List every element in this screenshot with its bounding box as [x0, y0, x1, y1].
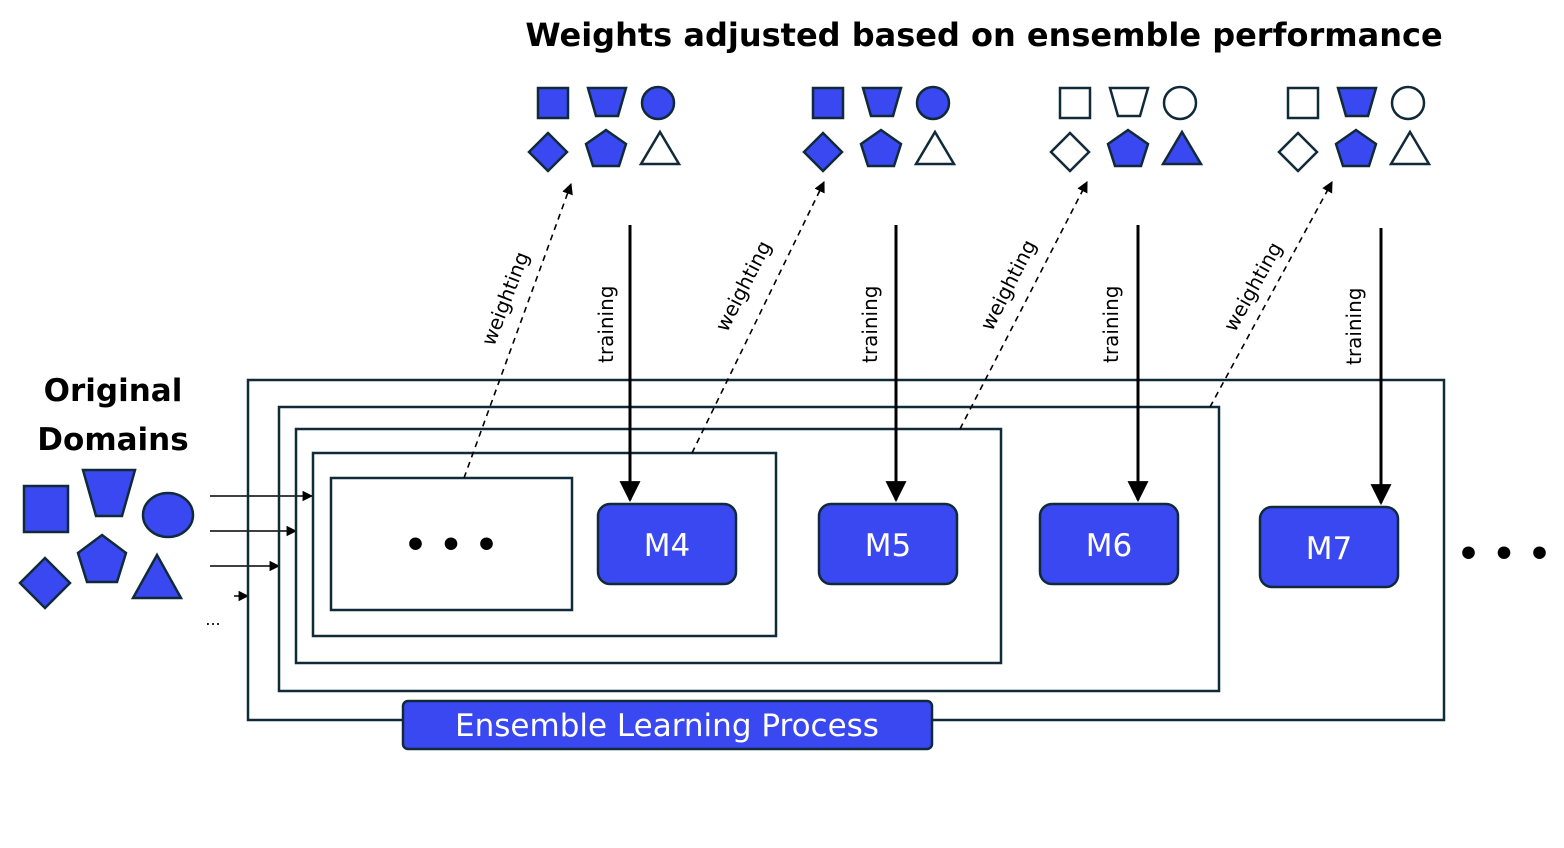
- ensemble-process-label: Ensemble Learning Process: [455, 708, 879, 744]
- original-domains-label-line1: Original: [44, 373, 183, 409]
- diamond-shape: [18, 556, 72, 610]
- shape-group-2: [802, 85, 957, 173]
- ensemble-process-badge: Ensemble Learning Process: [401, 699, 934, 751]
- weighting-label: weighting: [975, 236, 1041, 335]
- pentagon-shape: [1334, 128, 1378, 168]
- square-shape: [1058, 86, 1092, 120]
- square-shape: [1286, 86, 1320, 120]
- training-label: training: [858, 286, 882, 363]
- triangle-shape: [130, 552, 184, 600]
- pentagon-shape: [859, 128, 903, 168]
- training-label: training: [1099, 286, 1123, 363]
- model-m6: M6: [1038, 502, 1180, 586]
- ensemble-box-m5: [294, 427, 1003, 665]
- training-label: training: [594, 286, 618, 363]
- triangle-shape: [1388, 129, 1432, 166]
- ensemble-box-m4: [311, 451, 778, 638]
- triangle-shape: [1160, 129, 1204, 166]
- square-shape: [536, 86, 570, 120]
- pentagon-shape: [584, 128, 628, 168]
- circle-shape: [141, 491, 195, 539]
- diamond-shape: [527, 131, 569, 173]
- trapezoid-shape: [861, 86, 903, 118]
- square-shape: [811, 86, 845, 120]
- shape-group-1: [527, 85, 682, 173]
- weighting-label: weighting: [710, 237, 776, 336]
- circle-shape: [640, 85, 676, 121]
- more-inputs-ellipsis: ...: [205, 610, 220, 629]
- model-label-m6: M6: [1086, 528, 1132, 564]
- triangle-shape: [638, 129, 682, 166]
- original-domain-shapes: [18, 468, 195, 610]
- weighting-arrow: [959, 181, 1088, 430]
- weighting-label: weighting: [1218, 238, 1287, 336]
- weighting-arrow: [1209, 181, 1333, 408]
- trapezoid-shape: [81, 468, 137, 518]
- diamond-shape: [802, 131, 844, 173]
- diamond-shape: [1049, 131, 1091, 173]
- diagram-title: Weights adjusted based on ensemble perfo…: [525, 16, 1442, 54]
- shape-group-4: [1277, 85, 1432, 173]
- triangle-shape: [913, 129, 957, 166]
- diamond-shape: [1277, 131, 1319, 173]
- trapezoid-shape: [1336, 86, 1378, 118]
- circle-shape: [915, 85, 951, 121]
- model-label-m7: M7: [1306, 531, 1352, 567]
- weighting-arrow: [463, 182, 573, 479]
- model-m7: M7: [1258, 505, 1400, 589]
- pentagon-shape: [76, 533, 128, 584]
- trapezoid-shape: [586, 86, 628, 118]
- pentagon-shape: [1106, 128, 1150, 168]
- trailing-ellipsis: • • •: [1457, 534, 1551, 575]
- square-shape: [22, 484, 70, 534]
- prior-models-box: [329, 476, 574, 612]
- training-label: training: [1342, 288, 1366, 365]
- weighted-shape-groups: [527, 85, 1432, 173]
- trapezoid-shape: [1108, 86, 1150, 118]
- weighting-arrow: [691, 180, 825, 454]
- weighting-label: weighting: [476, 248, 534, 348]
- model-m5: M5: [817, 502, 959, 586]
- prior-models-ellipsis: • • •: [404, 525, 498, 566]
- model-label-m4: M4: [644, 528, 690, 564]
- circle-shape: [1162, 85, 1198, 121]
- shape-group-3: [1049, 85, 1204, 173]
- circle-shape: [1390, 85, 1426, 121]
- model-label-m5: M5: [865, 528, 911, 564]
- model-m4: M4: [596, 502, 738, 586]
- original-domains-label-line2: Domains: [37, 422, 188, 458]
- ensemble-box-m6: [277, 405, 1221, 693]
